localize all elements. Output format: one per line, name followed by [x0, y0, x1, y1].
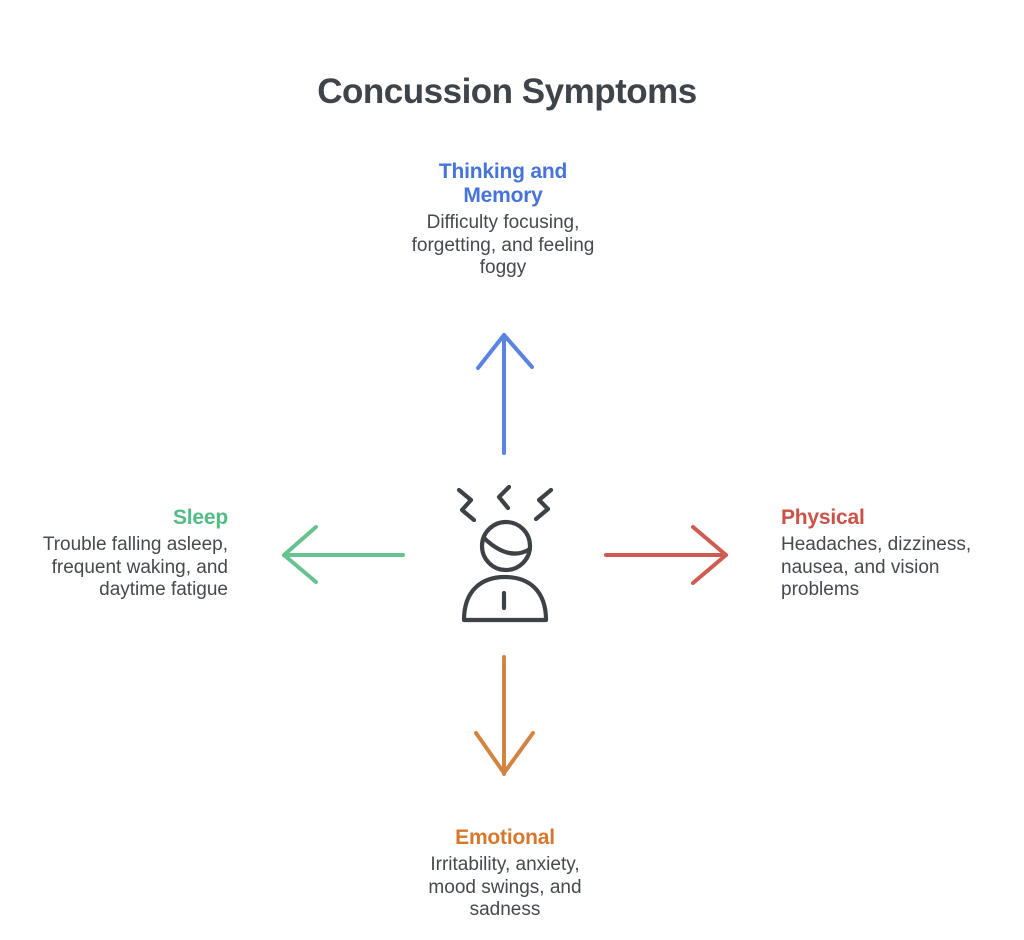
stress-zigzag-middle: [496, 484, 512, 511]
section-label-physical: Physical: [781, 506, 865, 529]
person-body: [461, 574, 549, 623]
section-emotional: Emotional Irritability, anxiety, mood sw…: [375, 826, 635, 922]
right-arrow-lines: [604, 525, 728, 585]
up-arrow-lines: [476, 333, 534, 455]
stressed-person-strokes: [456, 484, 554, 623]
section-label-emotional: Emotional: [455, 826, 555, 849]
diagram-title: Concussion Symptoms: [317, 72, 697, 111]
up-arrow-icon: [476, 333, 534, 455]
section-description-physical: Headaches, dizziness, nausea, and vision…: [781, 534, 972, 600]
down-arrow-lines: [474, 655, 535, 776]
section-description-thinking-and-memory: Difficulty focusing, forgetting, and fee…: [411, 212, 595, 278]
down-arrow-icon: [474, 655, 535, 776]
section-sleep: Sleep Trouble falling asleep, frequent w…: [16, 506, 228, 602]
person-head-cap-line: [481, 535, 533, 556]
section-description-sleep: Trouble falling asleep, frequent waking,…: [42, 534, 228, 600]
person-head: [479, 519, 533, 573]
stress-zigzag-left: [456, 487, 477, 523]
section-label-thinking-and-memory: Thinking and Memory: [438, 160, 568, 207]
right-arrow-icon: [604, 525, 728, 585]
stressed-person-icon: [456, 484, 554, 623]
section-thinking-and-memory: Thinking and Memory Difficulty focusing,…: [373, 160, 633, 280]
left-arrow-icon: [282, 525, 405, 584]
section-description-emotional: Irritability, anxiety, mood swings, and …: [428, 854, 582, 920]
left-arrow-lines: [282, 525, 405, 584]
section-label-sleep: Sleep: [172, 506, 228, 529]
stress-zigzag-right: [533, 487, 554, 522]
section-physical: Physical Headaches, dizziness, nausea, a…: [781, 506, 993, 602]
